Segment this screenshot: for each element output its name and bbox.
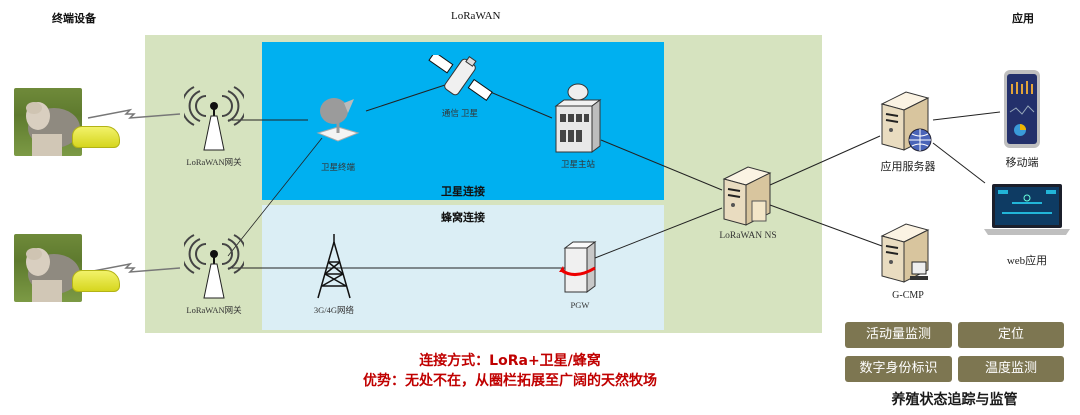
communication-satellite-label: 通信 卫星 (441, 108, 479, 118)
gateway-top: LoRaWAN网关 (181, 86, 247, 168)
satellite-terminal: 卫星终端 (308, 95, 368, 173)
web-app-label: web应用 (1006, 255, 1048, 267)
link-pgw-ns (594, 207, 723, 259)
service-positioning[interactable]: 定位 (958, 322, 1064, 348)
connection-method-text: 连接方式：LoRa+卫星/蜂窝 (419, 353, 601, 369)
service-temperature-monitoring[interactable]: 温度监测 (958, 356, 1064, 382)
app-server: 应用服务器 (876, 90, 940, 174)
sheep-icon (26, 102, 80, 156)
satellite-station: 卫星主站 (548, 82, 608, 170)
server-icon (880, 91, 932, 152)
terminal-device-bottom (14, 234, 120, 302)
cellular-network: 3G/4G网络 (304, 232, 364, 316)
antenna-tower-icon (181, 234, 247, 299)
link-terminal-satellite (365, 84, 446, 112)
header-lorawan: LoRaWAN (451, 10, 501, 22)
wireless-link-bottom (87, 262, 181, 273)
link-ns-appserver (769, 135, 881, 186)
service-digital-id[interactable]: 数字身份标识 (845, 356, 952, 382)
terminal-device-top (14, 88, 120, 156)
gateway-bottom: LoRaWAN网关 (181, 234, 247, 316)
app-server-label: 应用服务器 (880, 161, 936, 173)
sheep-icon (26, 248, 80, 302)
communication-satellite: 通信 卫星 (425, 51, 495, 119)
antenna-tower-icon (181, 86, 247, 151)
link-station-ns (600, 139, 723, 191)
cellular-network-label: 3G/4G网络 (313, 305, 355, 315)
pgw-node: PGW (555, 240, 605, 310)
lorawan-ns: LoRaWAN NS (718, 165, 778, 241)
satellite-terminal-label: 卫星终端 (320, 162, 355, 172)
advantage-text: 优势：无处不在，从圈栏拓展至广阔的天然牧场 (363, 373, 657, 389)
pgw-label: PGW (570, 300, 590, 310)
lorawan-ns-label: LoRaWAN NS (719, 231, 777, 241)
lora-tag-icon (72, 126, 120, 148)
lora-tag-icon (72, 270, 120, 292)
server-icon (722, 166, 772, 226)
sheep-image (14, 234, 82, 302)
header-application: 应用 (1012, 12, 1034, 25)
gateway-bottom-label: LoRaWAN网关 (186, 305, 242, 315)
link-satellite-station (487, 90, 553, 119)
cell-tower-icon (317, 234, 351, 299)
server-icon (880, 223, 930, 283)
services-caption: 养殖状态追踪与监管 (891, 392, 1018, 408)
header-terminal-devices: 终端设备 (52, 12, 96, 25)
wireless-link-top (87, 108, 181, 119)
satellite-dish-icon (316, 98, 360, 142)
web-app: web应用 (982, 182, 1072, 268)
gateway-router-icon (559, 241, 597, 293)
link-ns-gcmp (769, 204, 883, 247)
gateway-top-label: LoRaWAN网关 (186, 157, 242, 167)
mobile-app: 移动端 (1000, 68, 1044, 170)
link-appserver-web (932, 142, 986, 184)
computer-icon (911, 261, 927, 275)
mobile-label: 移动端 (1005, 157, 1039, 169)
cellular-zone-title: 蜂窝连接 (441, 211, 485, 224)
building-dish-icon (554, 83, 602, 153)
smartphone-icon (1004, 70, 1040, 148)
satellite-zone-title: 卫星连接 (441, 185, 485, 198)
gcmp-server: G-CMP (876, 222, 940, 301)
laptop-icon (984, 184, 1070, 235)
gcmp-label: G-CMP (892, 290, 924, 301)
link-gw-bottom-sat-terminal (227, 137, 323, 257)
service-activity-monitoring[interactable]: 活动量监测 (845, 322, 952, 348)
sheep-image (14, 88, 82, 156)
satellite-icon (428, 51, 493, 102)
link-appserver-mobile (932, 111, 1001, 121)
satellite-station-label: 卫星主站 (560, 159, 595, 169)
